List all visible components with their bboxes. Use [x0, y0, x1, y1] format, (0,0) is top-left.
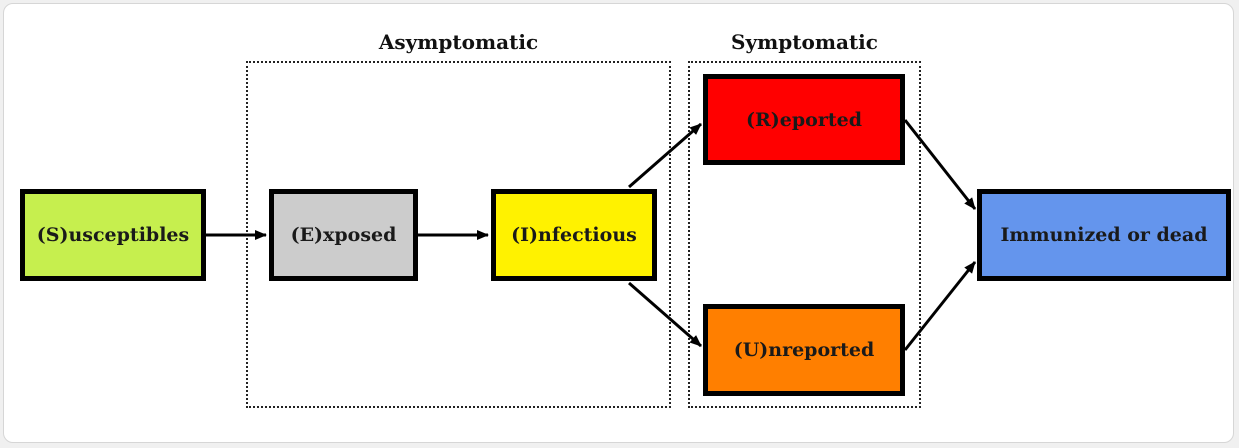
susceptibles-node: (S)usceptibles — [20, 189, 206, 281]
unreported-node: (U)nreported — [703, 304, 905, 396]
arrow-i-to-u — [628, 281, 702, 348]
arrow-u-to-immunized — [903, 261, 977, 351]
exposed-node: (E)xposed — [269, 189, 418, 281]
immunized-or-dead-node: Immunized or dead — [977, 189, 1231, 281]
symptomatic-group-label: Symptomatic — [731, 30, 878, 54]
reported-node: (R)eported — [703, 74, 905, 165]
arrow-i-to-r — [628, 122, 702, 189]
infectious-node: (I)nfectious — [491, 189, 657, 281]
arrow-r-to-immunized — [903, 119, 977, 210]
asymptomatic-group-label: Asymptomatic — [378, 30, 539, 54]
symptomatic-group-box — [688, 61, 921, 408]
